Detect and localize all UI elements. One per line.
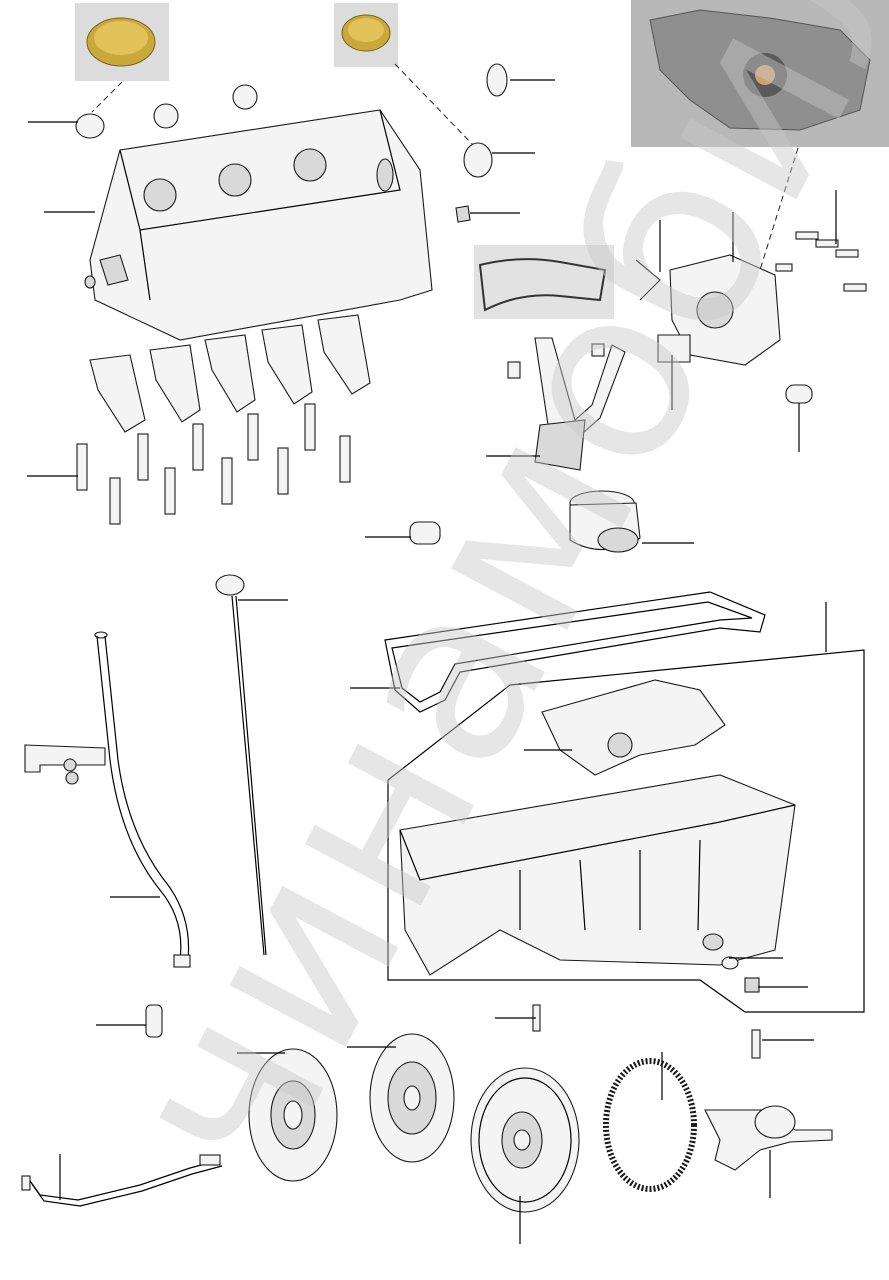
oil-pump-assembly xyxy=(635,231,867,366)
small-plug xyxy=(84,275,96,289)
tube-seal xyxy=(145,1004,163,1038)
callout-lines xyxy=(27,79,837,1244)
baffle-plate xyxy=(541,679,726,776)
expansion-plug-2 xyxy=(153,103,179,129)
clutch-disc xyxy=(248,1048,338,1182)
expansion-plug-photo-left xyxy=(75,3,169,81)
plug-nut xyxy=(455,205,471,223)
cylinder-block xyxy=(89,109,433,341)
release-fork xyxy=(704,1029,833,1171)
dipstick xyxy=(215,574,267,956)
flywheel xyxy=(470,1004,580,1213)
oil-pan-group-frame xyxy=(387,649,865,1013)
drain-washer xyxy=(721,956,739,970)
expansion-plug-5 xyxy=(486,63,508,97)
oil-pan xyxy=(399,774,796,993)
clutch-pressure-plate xyxy=(369,1033,455,1163)
clutch-hose xyxy=(21,1154,223,1207)
fork-pivot-bolt xyxy=(751,1029,761,1059)
main-bearing-caps xyxy=(89,314,371,433)
ring-gear xyxy=(603,1058,697,1192)
drain-plug xyxy=(744,977,760,993)
sleeve xyxy=(409,521,441,545)
expansion-plug-photo-center xyxy=(334,3,398,67)
dipstick-guide-tube xyxy=(24,631,191,1038)
gasket-photo xyxy=(474,245,614,319)
expansion-plug-4 xyxy=(463,142,493,178)
oil-pan-gasket xyxy=(384,591,766,713)
oil-filter xyxy=(409,490,641,553)
expansion-plug-3 xyxy=(232,84,258,110)
expansion-plug-1 xyxy=(75,113,105,139)
oil-strainer-pickup xyxy=(507,337,626,471)
oil-pump-photo xyxy=(631,0,889,147)
main-bearing-bolts xyxy=(76,403,351,525)
dowel-pin xyxy=(785,384,813,404)
